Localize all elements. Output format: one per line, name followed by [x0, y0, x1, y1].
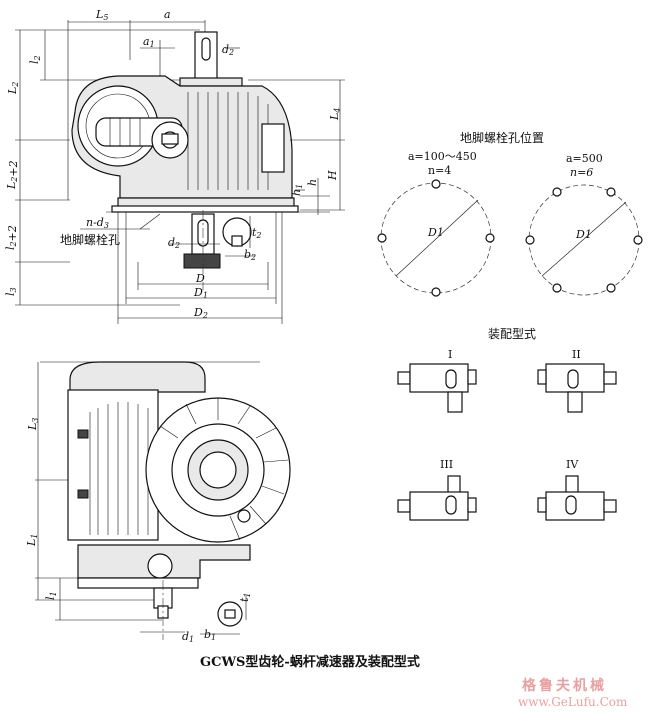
figure-caption: GCWS型齿轮-蜗杆减速器及装配型式 [200, 654, 420, 670]
svg-text:L3: L3 [26, 418, 40, 431]
svg-text:D1: D1 [575, 228, 592, 241]
svg-text:L5: L5 [95, 8, 108, 22]
assembly-types: 装配型式 I II III I [397, 327, 617, 521]
svg-text:n-d3: n-d3 [86, 216, 109, 230]
svg-text:L2+2: L2+2 [5, 160, 20, 190]
svg-text:n=6: n=6 [570, 166, 593, 179]
bolt-section-title: 地脚螺栓孔位置 [460, 130, 544, 145]
svg-text:d1: d1 [182, 630, 194, 644]
bolt-hole-positions: 地脚螺栓孔位置 a=100～450 n=4 a=500 n=6 D1 D1 [377, 130, 643, 297]
svg-text:d2: d2 [168, 236, 180, 250]
svg-text:L1: L1 [25, 534, 39, 547]
watermark-url: www.GeLufu.Com [518, 695, 628, 709]
svg-text:t1: t1 [238, 592, 252, 602]
svg-text:l2: l2 [28, 55, 42, 64]
svg-text:t2: t2 [252, 226, 262, 240]
svg-text:L2: L2 [6, 82, 20, 95]
assembly-type-3: III [397, 458, 477, 521]
svg-text:l2+2: l2+2 [4, 225, 19, 250]
assembly-type-4: IV [537, 458, 617, 521]
svg-text:n=4: n=4 [428, 164, 451, 177]
svg-text:IV: IV [566, 458, 579, 471]
svg-text:h: h [306, 179, 319, 186]
svg-text:a1: a1 [143, 35, 155, 49]
svg-text:D1: D1 [427, 226, 444, 239]
svg-text:d2: d2 [222, 43, 234, 57]
svg-text:D: D [195, 272, 205, 285]
svg-text:H: H [326, 170, 339, 181]
svg-text:b1: b1 [204, 628, 216, 642]
svg-text:D1: D1 [193, 286, 208, 300]
front-view: L5 a a1 d2 L2 l2 L2+2 l2+2 l3 L4 H h1 h … [4, 8, 345, 324]
svg-text:III: III [440, 458, 453, 471]
svg-text:a: a [164, 8, 171, 21]
svg-text:I: I [448, 348, 452, 361]
assembly-type-1: I [397, 348, 477, 413]
watermark-cn: 格鲁夫机械 [522, 677, 607, 694]
svg-text:地脚螺栓孔: 地脚螺栓孔 [60, 232, 120, 247]
svg-text:L4: L4 [328, 108, 342, 121]
svg-text:II: II [572, 348, 581, 361]
svg-text:b2: b2 [244, 248, 256, 262]
svg-text:a=100～450: a=100～450 [408, 150, 477, 163]
svg-text:l3: l3 [4, 287, 18, 296]
assembly-type-2: II [537, 348, 617, 413]
side-view: L3 L1 l1 t1 d1 b1 [25, 361, 291, 644]
svg-text:a=500: a=500 [566, 152, 603, 165]
svg-text:l1: l1 [44, 591, 58, 600]
assembly-title: 装配型式 [488, 327, 536, 341]
svg-text:D2: D2 [193, 306, 208, 320]
